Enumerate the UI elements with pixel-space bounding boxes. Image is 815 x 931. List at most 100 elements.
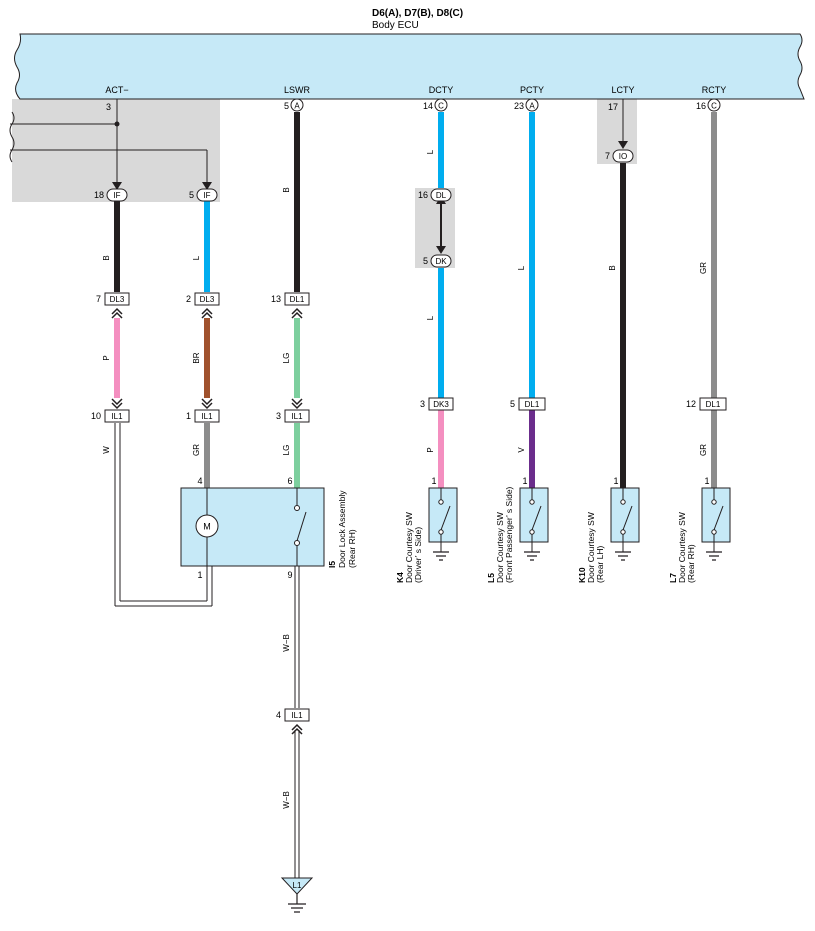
wire-label-b-3: B — [608, 265, 617, 270]
ground-point-l1 — [280, 877, 314, 895]
connector-code-il1-3: IL1 — [291, 412, 303, 421]
wires — [114, 112, 717, 488]
ecu-terminal-rcty: RCTY — [702, 85, 727, 95]
l5-pin: 1 — [522, 476, 527, 486]
wire-label-l-4: L — [517, 265, 526, 270]
connector-pin-il1-1: 1 — [186, 411, 191, 421]
connector-code-dl3-2: DL3 — [200, 295, 215, 304]
k10-location: (Rear LH) — [595, 546, 605, 583]
ecu-terminal-act: ACT− — [105, 85, 128, 95]
connector-pin-il1-3: 3 — [276, 411, 281, 421]
wire-label-p-2: P — [426, 447, 435, 452]
connector-code-dl1-5: DL1 — [525, 400, 540, 409]
motor-icon — [195, 514, 219, 538]
wire-label-lg-2: LG — [282, 445, 291, 456]
switch-k4 — [428, 487, 458, 552]
k4-id: K4 — [395, 572, 405, 583]
switch-k10 — [610, 487, 640, 552]
ecu-letter-lswr: A — [294, 102, 300, 111]
l5-name: Door Courtesy SW — [495, 512, 505, 583]
connector-pin-dl3-7: 7 — [96, 294, 101, 304]
connector-pin-dl3-2: 2 — [186, 294, 191, 304]
connector-code-dk3-3: DK3 — [433, 400, 449, 409]
arrowheads — [112, 141, 628, 254]
i5-id: I5 — [327, 561, 337, 568]
ecu-letter-dcty: C — [438, 102, 444, 111]
ecu-terminal-markers — [116, 98, 721, 112]
switch-l5 — [519, 487, 549, 552]
wire-label-lg-1: LG — [282, 353, 291, 364]
wire-label-l-2: L — [426, 149, 435, 154]
connector-code-dl3-7: DL3 — [110, 295, 125, 304]
wire-label-gr-1: GR — [699, 262, 708, 274]
wire-label-gr-2: GR — [192, 444, 201, 456]
l7-name: Door Courtesy SW — [677, 512, 687, 583]
thin-wires — [9, 99, 624, 878]
l7-pin: 1 — [704, 476, 709, 486]
i5-name: Door Lock Assembly — [337, 490, 347, 568]
shaded-region-dl-dk — [415, 188, 455, 268]
ecu-name-label: Body ECU — [372, 20, 419, 31]
chevrons — [111, 307, 303, 735]
ground-symbols — [288, 551, 722, 913]
connector-code-dk-5: DK — [435, 257, 447, 266]
connector-code-dl1-13: DL1 — [290, 295, 305, 304]
oval-connectors — [106, 149, 634, 268]
wire-label-l-3: L — [426, 315, 435, 320]
l7-id: L7 — [668, 573, 678, 583]
ecu-pin-lcty: 17 — [608, 102, 618, 112]
ecu-pin-lswr: 5 — [284, 101, 289, 111]
motor-label: M — [203, 522, 211, 532]
connector-code-il1-1: IL1 — [201, 412, 213, 421]
i5-pin-6: 6 — [287, 476, 292, 486]
ground-icon — [615, 551, 631, 561]
ecu-letter-rcty: C — [711, 102, 717, 111]
ground-icon — [288, 894, 306, 913]
connector-pin-dl1-13: 13 — [271, 294, 281, 304]
wire-label-wb-2: W−B — [282, 791, 291, 809]
i5-location: (Rear RH) — [347, 529, 357, 568]
wire-label-v: V — [517, 447, 526, 453]
connector-code-io-7: IO — [619, 152, 627, 161]
connector-code-dl-16: DL — [436, 191, 447, 200]
connector-pin-dl1-12: 12 — [686, 399, 696, 409]
ecu-terminal-dcty: DCTY — [429, 85, 454, 95]
wire-label-l-1: L — [192, 255, 201, 260]
k10-name: Door Courtesy SW — [586, 512, 596, 583]
connector-code-if-5: IF — [203, 191, 210, 200]
k4-pin: 1 — [431, 476, 436, 486]
connector-pin-dk-5: 5 — [423, 256, 428, 266]
wire-label-gr-3: GR — [699, 444, 708, 456]
ecu-connectors-label: D6(A), D7(B), D8(C) — [372, 8, 464, 19]
wire-label-wb-1: W−B — [282, 634, 291, 652]
connector-code-dl1-12: DL1 — [706, 400, 721, 409]
connector-pin-io-7: 7 — [605, 151, 610, 161]
i5-pin-4: 4 — [197, 476, 202, 486]
ecu-terminal-lcty: LCTY — [611, 85, 634, 95]
wire-label-br: BR — [192, 352, 201, 363]
k10-id: K10 — [577, 567, 587, 583]
wire-label-p-1: P — [102, 355, 111, 360]
ecu-terminal-pcty: PCTY — [520, 85, 544, 95]
l7-location: (Rear RH) — [686, 544, 696, 583]
ground-point-label: L1 — [293, 881, 302, 890]
ecu-terminal-lswr: LSWR — [284, 85, 311, 95]
courtesy-switches — [428, 487, 731, 552]
ground-icon — [433, 551, 449, 561]
wire-label-b-2: B — [282, 187, 291, 192]
connector-pin-il1-10: 10 — [91, 411, 101, 421]
connector-pin-dk3-3: 3 — [420, 399, 425, 409]
l5-location: (Front Passenger’ s Side) — [504, 486, 514, 583]
connector-pin-il1-4: 4 — [276, 710, 281, 720]
ecu-pin-act: 3 — [106, 102, 111, 112]
i5-pin-1: 1 — [197, 570, 202, 580]
door-lock-assembly — [180, 487, 325, 567]
connector-code-if-18: IF — [113, 191, 120, 200]
ecu-pin-pcty: 23 — [514, 101, 524, 111]
wire-label-b-1: B — [102, 255, 111, 260]
body-ecu-box — [14, 33, 805, 100]
connector-pin-dl1-5: 5 — [510, 399, 515, 409]
ground-icon — [706, 551, 722, 561]
switch-l7 — [701, 487, 731, 552]
